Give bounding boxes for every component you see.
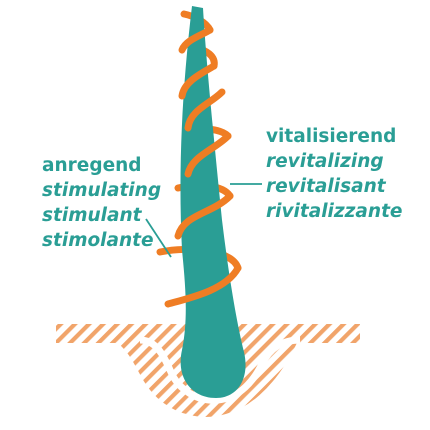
label-revitalisant: revitalisant [266, 176, 386, 197]
spiral-front [164, 26, 242, 308]
left-pointer-line [145, 218, 172, 258]
label-revitalizing: revitalizing [266, 151, 384, 172]
follicle-outline-outer [115, 342, 299, 419]
label-rivitalizzante: rivitalizzante [266, 201, 403, 222]
follicle-cavity [139, 336, 301, 404]
label-stimulating: stimulating [42, 180, 162, 201]
left-label-group: anregend stimulating stimulant stimolant… [42, 153, 161, 253]
right-label-group: vitalisierend revitalizing revitalisant … [266, 124, 402, 224]
label-stimolante: stimolante [42, 230, 154, 251]
label-vitalisierend: vitalisierend [266, 126, 397, 147]
hair-shaft [180, 6, 246, 398]
label-anregend: anregend [42, 155, 142, 176]
label-stimulant: stimulant [42, 205, 142, 226]
